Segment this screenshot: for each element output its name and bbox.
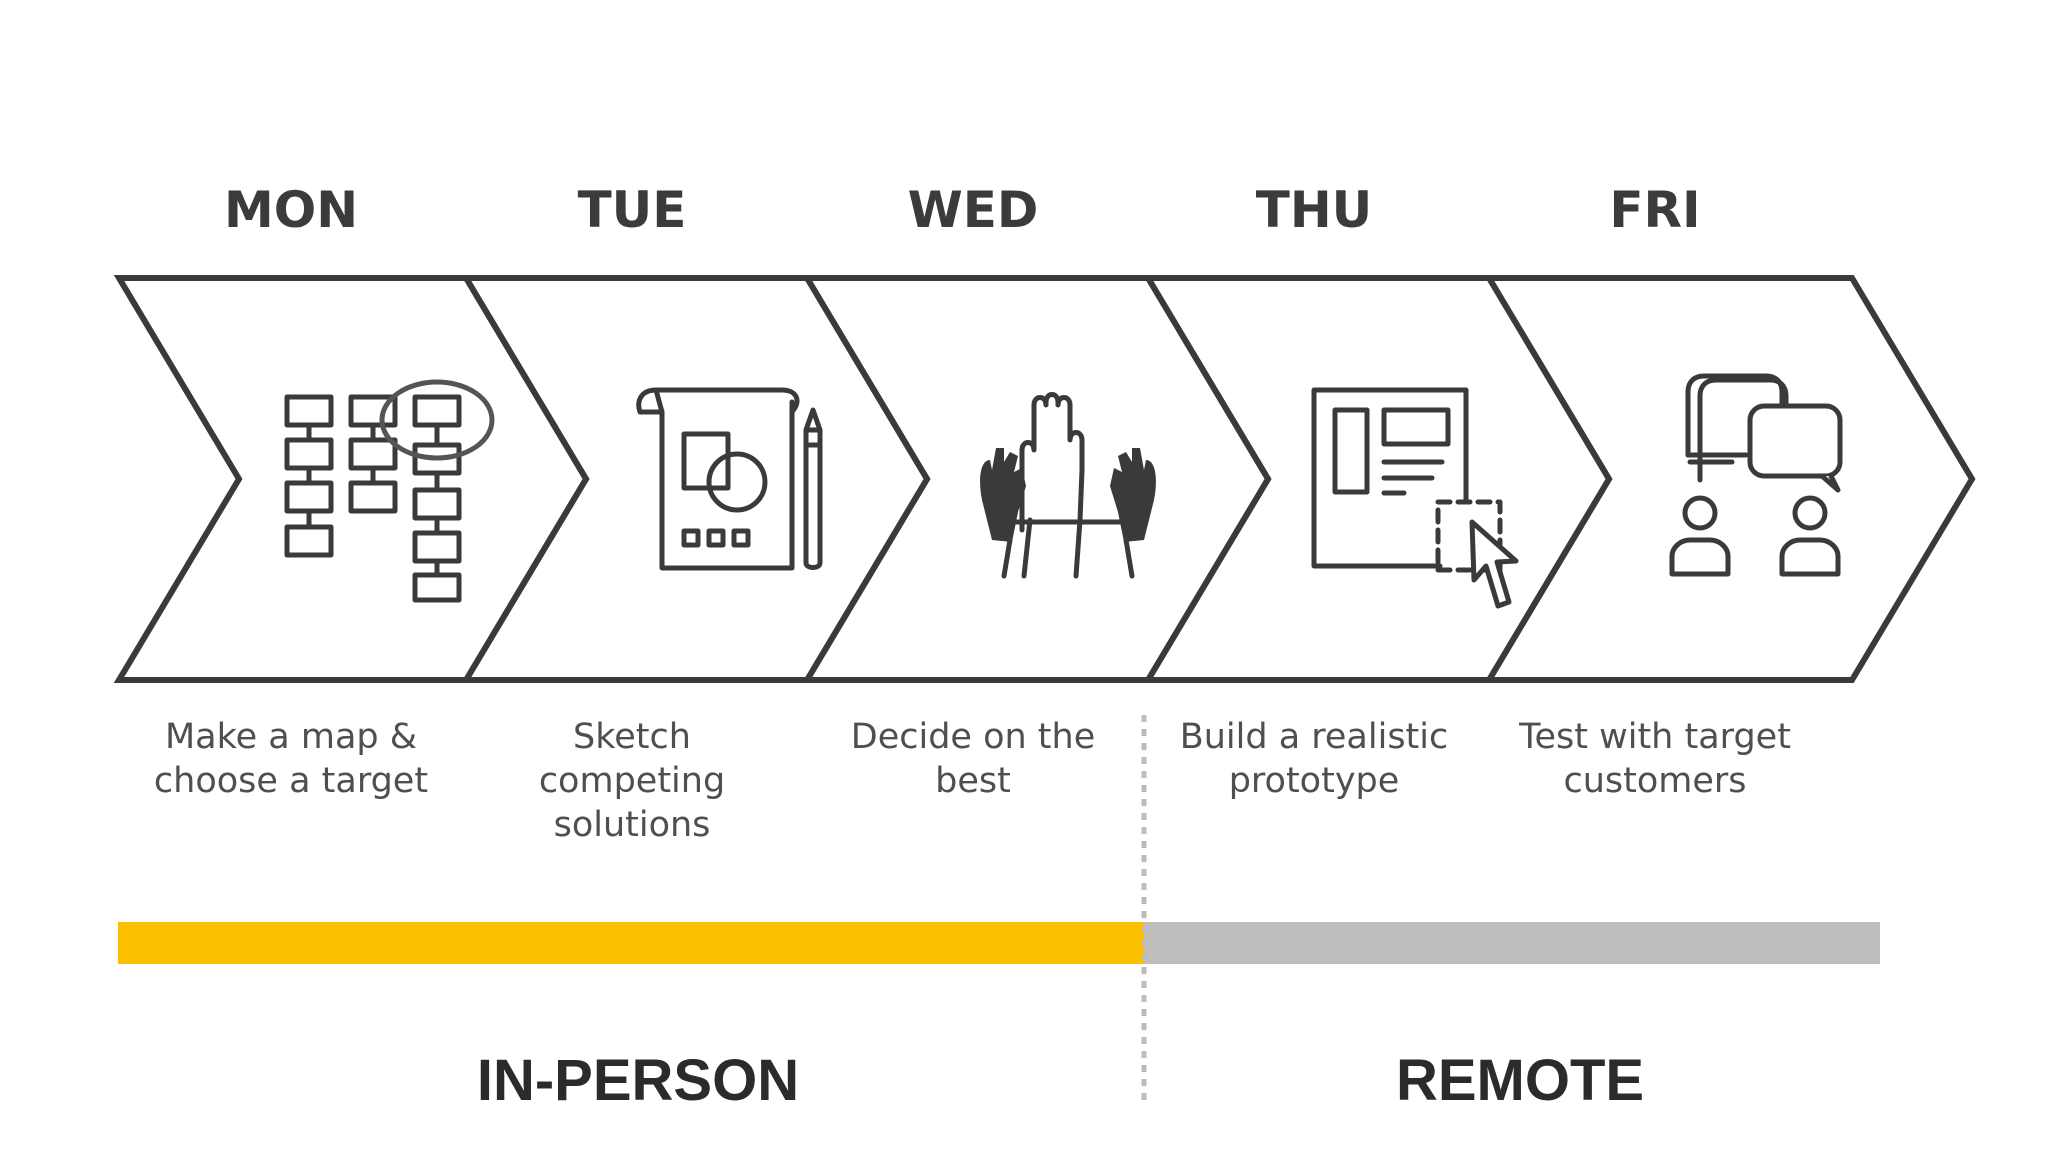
desc-fri-line-1: Test with target [1518, 717, 1791, 757]
desc-thu: Build a realistic prototype [1180, 717, 1449, 801]
desc-tue-line-1: Sketch [573, 717, 691, 757]
day-label-mon: MON [224, 181, 358, 239]
day-label-thu: THU [1256, 181, 1373, 239]
desc-wed-line-2: best [935, 761, 1011, 801]
day-label-wed: WED [908, 181, 1039, 239]
desc-mon-line-2: choose a target [154, 761, 428, 801]
desc-thu-line-2: prototype [1229, 761, 1400, 801]
desc-fri-line-2: customers [1563, 761, 1746, 801]
chevron-mon [113, 275, 590, 683]
remote-label: REMOTE [1396, 1048, 1644, 1113]
sketch-paper-pencil-icon [636, 387, 823, 571]
day-label-tue: TUE [578, 181, 687, 239]
chevron-row [113, 275, 1976, 683]
day-label-fri: FRI [1609, 181, 1700, 239]
desc-tue: Sketch competing solutions [539, 717, 725, 845]
desc-thu-line-1: Build a realistic [1180, 717, 1449, 757]
speech-bubbles-users-icon [1669, 373, 1843, 577]
map-flowchart-icon [284, 379, 495, 603]
desc-fri: Test with target customers [1518, 717, 1791, 801]
prototype-screen-cursor-icon [1311, 387, 1519, 609]
desc-wed: Decide on the best [851, 717, 1096, 801]
desc-mon: Make a map & choose a target [154, 717, 428, 801]
in-person-label: IN-PERSON [477, 1048, 799, 1113]
desc-tue-line-3: solutions [554, 805, 711, 845]
desc-wed-line-1: Decide on the [851, 717, 1096, 757]
desc-mon-line-1: Make a map & [165, 717, 417, 757]
remote-bar [1144, 922, 1880, 964]
raised-hands-vote-icon [980, 392, 1156, 579]
desc-tue-line-2: competing [539, 761, 725, 801]
in-person-bar [118, 922, 1144, 964]
